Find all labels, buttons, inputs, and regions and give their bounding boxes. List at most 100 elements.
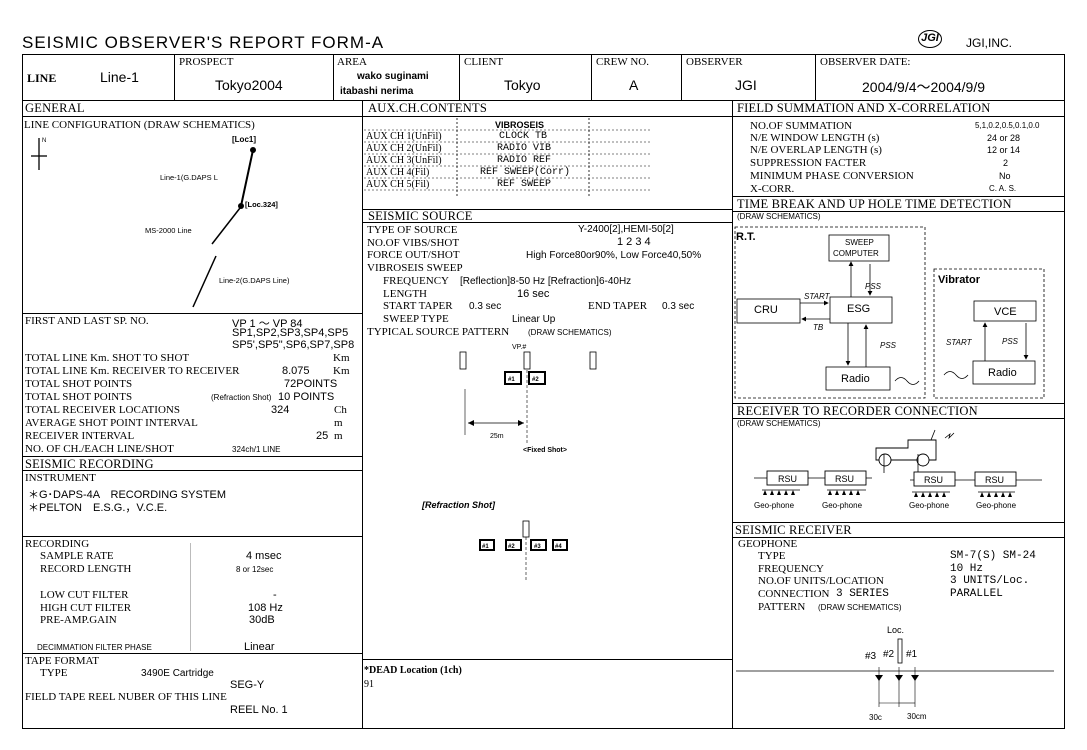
- gen-row-7-value: 324ch/1 LINE: [232, 445, 281, 454]
- gen-row-0-label: TOTAL LINE Km. SHOT TO SHOT: [25, 352, 190, 364]
- dead-location-value: 91: [364, 679, 374, 690]
- timebreak-heading: TIME BREAK AND UP HOLE TIME DETECTION: [737, 197, 1012, 211]
- sweep-type-label: SWEEP TYPE: [383, 313, 449, 325]
- geo-label-2: Geo-phone: [822, 501, 863, 510]
- sum-row-4-value: No: [999, 171, 1011, 181]
- observer-label: OBSERVER: [686, 56, 743, 68]
- vibrator-label: Vibrator: [938, 274, 981, 286]
- source-type-label: TYPE OF SOURCE: [367, 224, 458, 236]
- pss-label-1: PSS: [865, 282, 882, 291]
- instrument-label: INSTRUMENT: [25, 472, 96, 484]
- aux-row-0-value: CLOCK TB: [499, 131, 548, 142]
- line1-label: Line-1(G.DAPS L: [160, 173, 218, 182]
- geo-type-value: SM-7(S) SM-24: [950, 550, 1036, 562]
- geo-units-label: NO.OF UNITS/LOCATION: [758, 575, 884, 587]
- prospect-label: PROSPECT: [179, 56, 234, 68]
- esg-label: ESG: [847, 303, 870, 315]
- pattern-note: (DRAW SCHEMATICS): [528, 328, 612, 337]
- aux-subhead: VIBROSEIS: [495, 120, 545, 130]
- radio-label-rt: Radio: [841, 373, 870, 385]
- rec-row-0-label: SAMPLE RATE: [40, 550, 114, 562]
- sweep-computer-label-1: SWEEP: [845, 238, 874, 247]
- frequency-value: [Reflection]8-50 Hz [Refraction]6-40Hz: [460, 276, 632, 287]
- geo-conn-value: PARALLEL: [950, 588, 1003, 600]
- pss-label-2: PSS: [880, 341, 897, 350]
- gen-row-1-label: TOTAL LINE Km. RECEIVER TO RECEIVER: [25, 365, 240, 377]
- end-taper-label: END TAPER: [588, 300, 648, 312]
- first-last-3: SP5',SP5",SP6,SP7,SP8: [232, 339, 355, 351]
- receiver-connection-schematic: RSU RSU RSU RSU Geo-phone Geo-phone Geo-…: [754, 429, 1042, 510]
- geo-pattern-label: PATTERN: [758, 601, 806, 613]
- timebreak-schematic: R.T. SWEEP COMPUTER CRU ESG Radio PSS ST…: [734, 226, 1045, 399]
- rec-row-2-value: -: [273, 589, 277, 601]
- frequency-label: FREQUENCY: [383, 275, 450, 287]
- sum-row-1-value: 24 or 28: [987, 133, 1021, 143]
- tape-type-value: 3490E Cartridge: [141, 668, 214, 679]
- line2-label: Line-2(G.DAPS Line): [219, 276, 290, 285]
- loc-label: Loc.: [887, 625, 904, 635]
- rsu-label-1: RSU: [778, 474, 797, 484]
- geo-conn-label: CONNECTION: [758, 588, 830, 600]
- geo-3-label: #3: [865, 651, 877, 662]
- sweep-computer-label-2: COMPUTER: [833, 249, 879, 258]
- aux-row-1-label: AUX CH 2(UnFil): [366, 143, 442, 154]
- jgi-logo: JGI: [918, 30, 942, 48]
- geo-1-label: #1: [906, 649, 918, 660]
- gen-row-3-unit: 10 POINTS: [278, 391, 335, 403]
- line-configuration-schematic: N [Loc1] Line-1(G.DAPS L [Loc.324] MS-20…: [31, 135, 290, 308]
- rsu-label-2: RSU: [835, 474, 854, 484]
- aux-row-1-value: RADIO VIB: [497, 143, 552, 154]
- reel-label: FIELD TAPE REEL NUBER OF THIS LINE: [25, 691, 227, 703]
- rec-row-5-label: DECIMMATION FILTER PHASE: [37, 643, 152, 652]
- tb-label: TB: [813, 323, 824, 332]
- sum-row-0-label: NO.OF SUMMATION: [750, 120, 853, 132]
- start-label-rt: START: [804, 292, 831, 301]
- gen-row-6-unit: m: [334, 430, 343, 442]
- sum-row-5-label: X-CORR.: [750, 183, 795, 195]
- page-title: SEISMIC OBSERVER'S REPORT FORM-A: [22, 33, 385, 52]
- aux-row-3-label: AUX CH 4(Fil): [366, 167, 430, 178]
- vibs-value: 1 2 3 4: [617, 236, 651, 248]
- general-heading: GENERAL: [25, 101, 85, 115]
- geo-freq-value: 10 Hz: [950, 563, 984, 575]
- sum-row-3-value: 2: [1003, 158, 1009, 168]
- first-last-label: FIRST AND LAST SP. NO.: [25, 315, 149, 327]
- refr-b2: #2: [508, 544, 515, 550]
- gen-row-6-label: RECEIVER INTERVAL: [25, 430, 135, 442]
- area-value-1: wako suginami: [357, 71, 429, 82]
- aux-heading: AUX.CH.CONTENTS: [368, 101, 487, 115]
- gen-row-3-label: TOTAL SHOT POINTS: [25, 391, 133, 403]
- dead-location-label: *DEAD Location (1ch): [364, 665, 462, 676]
- instrument-1: ＊G･DAPS-4A RECORDING SYSTEM: [28, 489, 227, 501]
- length-value: 16 sec: [517, 288, 550, 300]
- gen-row-3-value: (Refraction Shot): [211, 393, 272, 402]
- timebreak-note: (DRAW SCHEMATICS): [737, 212, 821, 221]
- vce-label: VCE: [994, 306, 1017, 318]
- instrument-2: ＊PELTON E.S.G.，V.C.E.: [28, 502, 168, 514]
- recording-label: RECORDING: [25, 538, 90, 550]
- rec-row-0-value: 4 msec: [246, 550, 282, 562]
- vibs-label: NO.OF VIBS/SHOT: [367, 237, 460, 249]
- start-taper-label: START TAPER: [383, 300, 453, 312]
- tape-type-label: TYPE: [40, 667, 68, 679]
- cru-label: CRU: [754, 304, 778, 316]
- sum-row-5-value: C. A. S.: [989, 184, 1017, 193]
- vp-label: VP.#: [512, 344, 526, 351]
- geophone-label: GEOPHONE: [738, 538, 798, 550]
- summation-heading: FIELD SUMMATION AND X-CORRELATION: [737, 101, 991, 115]
- sum-row-4-label: MINIMUM PHASE CONVERSION: [750, 170, 914, 182]
- rec-row-3-value: 108 Hz: [248, 602, 283, 614]
- line-config-label: LINE CONFIGURATION (DRAW SCHEMATICS): [24, 119, 255, 131]
- first-last-1: VP 1 ～ VP 84: [232, 318, 303, 330]
- gen-row-4-value: 324: [271, 404, 290, 416]
- geo-conn-series: 3 SERIES: [836, 588, 889, 600]
- aux-row-2-label: AUX CH 3(UnFil): [366, 155, 442, 166]
- observer-value: JGI: [735, 77, 757, 93]
- pattern-label: TYPICAL SOURCE PATTERN: [367, 326, 510, 338]
- client-value: Tokyo: [504, 77, 541, 93]
- geo-freq-label: FREQUENCY: [758, 563, 825, 575]
- area-value-2: itabashi nerima: [340, 86, 414, 97]
- rec-row-1-label: RECORD LENGTH: [40, 563, 132, 575]
- area-label: AREA: [337, 56, 367, 68]
- gen-row-7-label: NO. OF CH./EACH LINE/SHOT: [25, 443, 174, 455]
